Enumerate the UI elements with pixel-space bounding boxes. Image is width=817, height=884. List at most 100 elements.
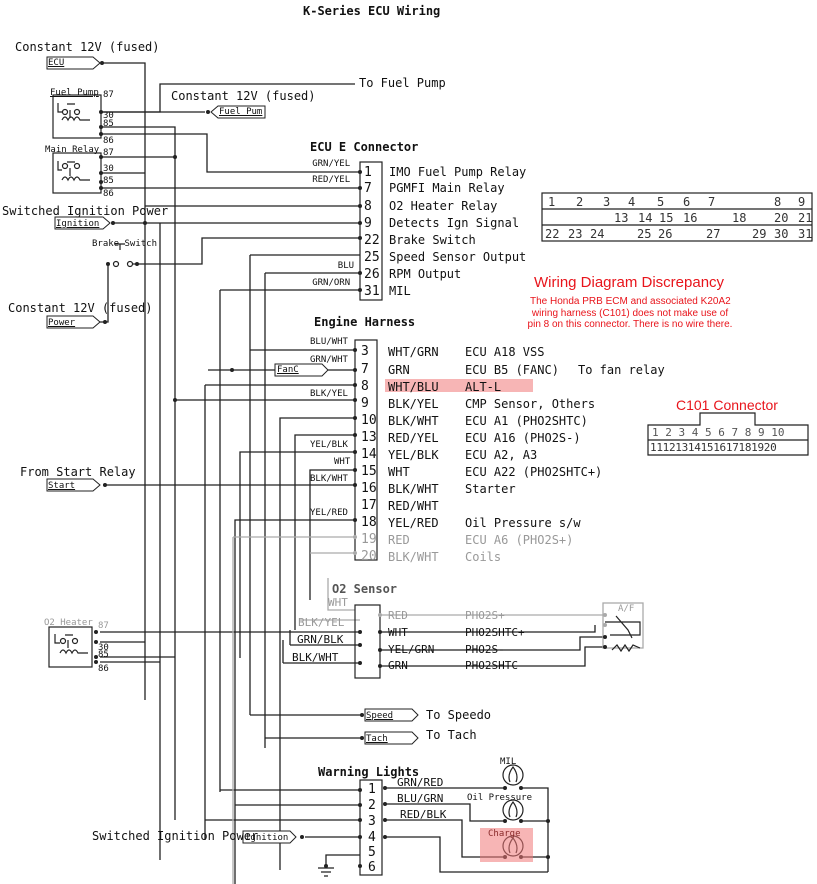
fuel-pump-flag-label: Fuel Pum <box>219 107 263 117</box>
fanc-flag <box>274 363 329 377</box>
eh-left-wire: BLK/WHT <box>310 474 348 484</box>
ecu-e-wire-color: RED/YEL <box>312 175 351 185</box>
eh-pin-wire: YEL/BLK <box>388 448 439 462</box>
main-relay-label: Main Relay <box>45 145 100 155</box>
eh-pin-desc: ALT-L <box>465 380 502 394</box>
ecu-e-pin-desc: MIL <box>389 284 411 298</box>
relay-pin-30: 30 <box>103 111 114 121</box>
from-start-relay-label: From Start Relay <box>20 465 136 479</box>
eh-pin-wire: GRN <box>388 363 410 377</box>
wire-eh-10 <box>279 417 355 870</box>
wl-pin-number: 6 <box>368 860 376 875</box>
const12v-label-1: Constant 12V (fused) <box>15 40 160 54</box>
e-face-cell: 20 <box>774 211 789 225</box>
wire-o2-grnblk <box>289 630 360 646</box>
o2-relay-pin-86: 86 <box>98 664 109 674</box>
wire-wl-4-out <box>385 836 548 873</box>
o2-pin-wire: YEL/GRN <box>388 643 435 656</box>
main-relay-pin-87: 87 <box>103 148 114 158</box>
e-face-cell: 23 <box>568 227 583 241</box>
wires <box>100 62 605 884</box>
o2-heater-relay-box <box>48 626 93 668</box>
eh-pin-wire: BLK/WHT <box>388 550 439 564</box>
o2-pin-wire: GRN <box>388 659 408 672</box>
eh-pin-desc: Coils <box>465 550 502 564</box>
to-tach-label: To Tach <box>426 728 477 742</box>
o2-sensor-title: O2 Sensor <box>332 582 398 596</box>
discrepancy-line-1: The Honda PRB ECM and associated K20A2 <box>530 296 731 307</box>
ecu-e-pin-desc: PGMFI Main Relay <box>389 181 505 195</box>
e-face-cell: 30 <box>774 227 789 241</box>
ecu-e-wire-color: GRN/YEL <box>312 159 351 169</box>
ecu-e-pin-desc: O2 Heater Relay <box>389 199 498 213</box>
start-flag <box>46 478 101 492</box>
eh-pin-number: 18 <box>361 515 377 530</box>
eh-pin-wire: WHT/GRN <box>388 345 439 359</box>
tach-flag <box>364 731 419 745</box>
warning-lights-box <box>359 779 383 876</box>
ecu-e-pin-number: 31 <box>364 284 380 299</box>
fuel-pump-flag <box>210 105 266 119</box>
eh-left-wire: BLU/WHT <box>310 337 348 347</box>
eh-pin-number: 3 <box>361 344 369 359</box>
af-label: A/F <box>618 604 635 614</box>
const12v-label-3: Constant 12V (fused) <box>8 301 153 315</box>
eh-pin-wire: YEL/RED <box>388 516 439 530</box>
e-face-cell: 22 <box>545 227 560 241</box>
ecu-e-pin-desc: Detects Ign Signal <box>389 216 520 230</box>
wire-eh-15 <box>309 469 355 600</box>
eh-pin-desc: Starter <box>465 482 516 496</box>
ecu-e-pin-desc: RPM Output <box>389 267 462 281</box>
junction-dots <box>94 61 607 868</box>
to-speedo-label: To Speedo <box>426 708 492 722</box>
e-face-cell: 21 <box>798 211 813 225</box>
power-flag-label: Power <box>48 318 76 328</box>
e-face-cell: 31 <box>798 227 813 241</box>
e-face-cell: 9 <box>798 195 806 209</box>
ecu-e-pin-number: 25 <box>364 250 380 265</box>
wire-o2-yelgrn <box>380 636 605 651</box>
e-face-cell: 7 <box>708 195 716 209</box>
ecu-flag-label: ECU <box>48 58 65 68</box>
wire-lamp-mil <box>385 787 549 872</box>
o2-sensor-box <box>354 604 381 679</box>
e-face-cell: 15 <box>659 211 674 225</box>
eh-pin-desc: ECU A2, A3 <box>465 448 538 462</box>
ecu-e-pin-desc: Brake Switch <box>389 233 476 247</box>
o2-pin-desc: PHO2S- <box>465 643 505 656</box>
wire-brake-switch <box>133 237 360 265</box>
engine-harness-title: Engine Harness <box>314 315 416 329</box>
discrepancy-title: Wiring Diagram Discrepancy <box>534 274 725 291</box>
tach-flag-label: Tach <box>366 734 388 744</box>
brake-switch-symbol <box>115 243 125 250</box>
eh-pin-desc: ECU A16 (PHO2S-) <box>465 431 581 445</box>
wire-o2-left-wht <box>327 578 355 611</box>
o2-pin-desc: PHO2S+ <box>465 609 505 622</box>
wire-eh-18 <box>234 519 355 884</box>
eh-pin-wire: WHT <box>388 465 410 479</box>
eh-pin-number: 20 <box>361 549 377 564</box>
speed-flag-label: Speed <box>366 711 394 721</box>
page-title: K-Series ECU Wiring <box>303 4 441 18</box>
ecu-flag <box>46 56 101 70</box>
af-sensor-symbol <box>605 615 641 653</box>
eh-left-wire: GRN/WHT <box>310 355 348 365</box>
e-face-cell: 4 <box>628 195 636 209</box>
eh-pin-wire: WHT/BLU <box>388 380 439 394</box>
c101-row-2: 11121314151617181920 <box>650 441 777 454</box>
lamp-label-oil: Oil Pressure <box>467 793 533 803</box>
ecu-e-title: ECU E Connector <box>310 140 419 154</box>
eh-pin-desc: ECU B5 (FANC) <box>465 363 559 377</box>
wire-o2-blkwht <box>282 640 360 664</box>
o2-pin-desc: PHO2SHTC <box>465 659 518 672</box>
main-relay-pin-86: 86 <box>103 189 114 199</box>
brake-switch-label: Brake Switch <box>92 239 158 249</box>
fuel-pump-relay-symbol <box>57 103 90 122</box>
e-face-cell: 26 <box>658 227 673 241</box>
e-face-cell: 14 <box>638 211 653 225</box>
wire-fuel-pump-86 <box>100 133 360 173</box>
wire-o2-wht <box>380 625 596 633</box>
warning-lights-title: Warning Lights <box>318 765 420 779</box>
charge-lamp-highlight <box>480 828 533 862</box>
alt-l-highlight <box>385 379 533 392</box>
